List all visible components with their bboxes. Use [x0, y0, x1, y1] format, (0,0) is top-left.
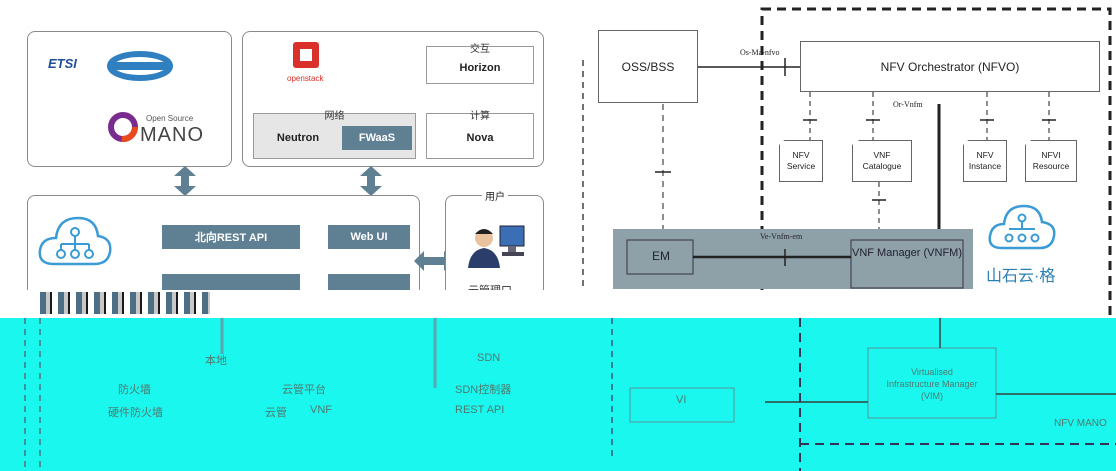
openstack-box: openstack 交互 Horizon 网络 Neutron FWaaS 计算… [242, 31, 544, 167]
horizon-group-label: 交互 [470, 44, 490, 55]
compute-group-label: 计算 [470, 111, 490, 122]
horizon-label: Horizon [459, 62, 501, 74]
nfv-architecture-lines [582, 7, 1112, 471]
osm-small-label: Open Source [146, 114, 194, 123]
cyan-text-8: SDN控制器 [455, 384, 512, 396]
nfvo-box: NFV Orchestrator (NFVO) [800, 41, 1100, 92]
nfvi-resource-catalog: NFVI Resource [1025, 140, 1077, 182]
hillstone-cloud-icon [988, 204, 1056, 250]
vi-label: VI [676, 394, 687, 406]
cyan-text-4: 云管平台 [282, 384, 326, 396]
network-group-label: 网络 [324, 111, 345, 122]
nova-label: Nova [466, 132, 494, 144]
network-group: 网络 Neutron FWaaS [253, 111, 416, 159]
arrow-osm-to-platform-icon [174, 166, 196, 196]
fwaas-block: FWaaS [342, 126, 412, 150]
cyan-text-9: REST API [455, 404, 505, 416]
osm-logo-icon [108, 112, 138, 142]
user-box: 用户 云管理口 [445, 188, 544, 305]
web-ui-block: Web UI [328, 225, 410, 249]
platform-block-2 [162, 274, 300, 294]
cloud-caption: 山石云·格 [986, 268, 1056, 285]
cloud-platform-box: 北向REST API Web UI [27, 195, 420, 305]
ve-vnfm-em-label: Ve-Vnfm-em [760, 232, 803, 241]
osm-big-label: MANO [140, 124, 204, 146]
arrow-user-to-platform-icon [414, 251, 454, 271]
oss-bss-box: OSS/BSS [598, 30, 698, 103]
etsi-label: ETSI [48, 56, 77, 71]
user-group-label: 用户 [482, 188, 508, 203]
vnf-catalogue: VNF Catalogue [852, 140, 912, 182]
or-vnfm-label: Or-Vnfm [893, 100, 923, 109]
glitch-strip-noise [40, 292, 210, 314]
cyan-text-1: 本地 [205, 355, 227, 367]
corrupted-region [0, 318, 1116, 471]
cyan-text-6: VNF [310, 404, 332, 416]
corrupted-region-lines [24, 318, 1116, 471]
nfv-service-catalog: NFV Service [779, 140, 823, 182]
nfv-mano-label: NFV MANO [1054, 418, 1107, 429]
etsi-logo-icon [107, 51, 173, 81]
north-api-block: 北向REST API [162, 225, 300, 249]
vim-label: Virtualised Infrastructure Manager (VIM) [886, 367, 978, 401]
cyan-text-5: 云管 [265, 407, 287, 419]
etsi-osm-box: ETSI Open Source MANO [27, 31, 232, 167]
cyan-text-7: SDN [477, 352, 501, 364]
vnfm-label: VNF Manager (VNFM) [851, 247, 963, 259]
openstack-label: openstack [287, 74, 324, 83]
cloud-network-icon [38, 216, 112, 266]
neutron-label: Neutron [276, 132, 320, 144]
platform-block-3 [328, 274, 410, 294]
user-admin-icon [468, 225, 525, 268]
horizon-group: 交互 Horizon [426, 44, 534, 84]
cyan-text-2: 防火墙 [118, 384, 151, 396]
arrow-openstack-to-platform-icon [360, 166, 382, 196]
os-ma-nfvo-label: Os-Ma-nfvo [740, 48, 780, 57]
nfv-instance-catalog: NFV Instance [963, 140, 1007, 182]
em-label: EM [652, 249, 670, 263]
openstack-logo-icon [293, 42, 319, 68]
cyan-text-3: 硬件防火墙 [108, 407, 163, 419]
compute-group: 计算 Nova [426, 111, 534, 159]
